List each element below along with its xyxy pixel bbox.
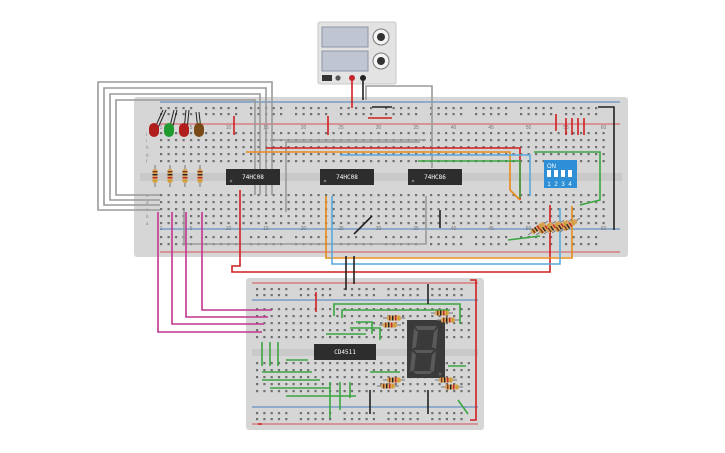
segment-resistors [377, 310, 463, 390]
ps-red-terminal [349, 75, 355, 81]
row-letter: g [146, 152, 149, 157]
pulldown-resistor[interactable] [527, 219, 550, 237]
column-number: 10 [226, 125, 232, 131]
column-number: 50 [526, 226, 532, 232]
gray-wires [97, 81, 433, 245]
column-number: 40 [451, 125, 457, 131]
chip-label: 74HC86 [424, 174, 446, 181]
chip-cd4511[interactable]: CD4511 [314, 344, 376, 360]
column-number: 5 [190, 226, 193, 232]
column-number: 45 [488, 125, 494, 131]
led-red-1[interactable] [149, 123, 159, 137]
dip-on-label: ON [547, 164, 556, 170]
dip-pulldown-resistors [507, 216, 582, 241]
voltage-display [321, 26, 369, 48]
column-number: 30 [376, 226, 382, 232]
column-number: 35 [413, 125, 419, 131]
column-number: 25 [338, 125, 344, 131]
column-number: 45 [488, 226, 494, 232]
led-brown[interactable] [194, 123, 204, 137]
row-letter: b [146, 214, 149, 219]
segment-resistor[interactable] [379, 322, 401, 328]
led-red-2[interactable] [179, 123, 189, 137]
dip-num-4: 4 [568, 182, 572, 188]
segment-resistor[interactable] [437, 317, 459, 323]
row-letter: d [146, 200, 149, 205]
led-resistor[interactable] [197, 165, 203, 187]
magenta-wires [157, 212, 272, 333]
column-number: 20 [301, 226, 307, 232]
row-letter: i [146, 138, 147, 143]
segment-resistor[interactable] [435, 377, 457, 383]
column-number: 5 [190, 125, 193, 131]
column-number: 60 [601, 125, 607, 131]
led-green[interactable] [164, 123, 174, 137]
row-letter: h [146, 145, 149, 150]
dip-num-1: 1 [547, 182, 551, 188]
chip-74hc08-a[interactable]: 74HC08 [226, 169, 280, 185]
column-number: 20 [301, 125, 307, 131]
column-number: 35 [413, 226, 419, 232]
segment-resistor[interactable] [431, 310, 453, 316]
column-number: 50 [526, 125, 532, 131]
chip-label: CD4511 [334, 349, 356, 356]
column-number: 25 [338, 226, 344, 232]
column-number: 40 [451, 226, 457, 232]
column-number: 10 [226, 226, 232, 232]
dip-switch[interactable]: ON 1 2 3 4 [544, 160, 577, 188]
row-letter: f [146, 159, 148, 164]
row-letter: j [145, 131, 147, 136]
column-number: 1 [160, 125, 163, 131]
led-resistor[interactable] [182, 165, 188, 187]
column-number: 1 [160, 226, 163, 232]
seven-segment-display[interactable] [407, 320, 445, 378]
ps-black-terminal [360, 75, 366, 81]
segment-resistor[interactable] [441, 384, 463, 390]
current-display [321, 50, 369, 72]
row-letter: a [146, 221, 149, 226]
pulldown-resistor[interactable] [559, 216, 582, 234]
led-resistor[interactable] [152, 165, 158, 187]
dip-num-3: 3 [561, 182, 565, 188]
column-number: 30 [376, 125, 382, 131]
secondary-wires [258, 279, 477, 425]
dip-num-2: 2 [554, 182, 558, 188]
led-resistor[interactable] [167, 165, 173, 187]
chip-74hc08-b[interactable]: 74HC08 [320, 169, 374, 185]
chip-74hc86[interactable]: 74HC86 [408, 169, 462, 185]
segment-resistor[interactable] [377, 383, 399, 389]
segment-resistor[interactable] [383, 315, 405, 321]
chip-label: 74HC08 [242, 174, 264, 181]
column-number: 60 [601, 226, 607, 232]
segment-resistor[interactable] [383, 377, 405, 383]
power-supply[interactable] [317, 21, 397, 85]
led-array [149, 109, 204, 187]
column-number: 15 [263, 226, 269, 232]
chip-label: 74HC08 [336, 174, 358, 181]
main-colored-wires [231, 81, 615, 290]
